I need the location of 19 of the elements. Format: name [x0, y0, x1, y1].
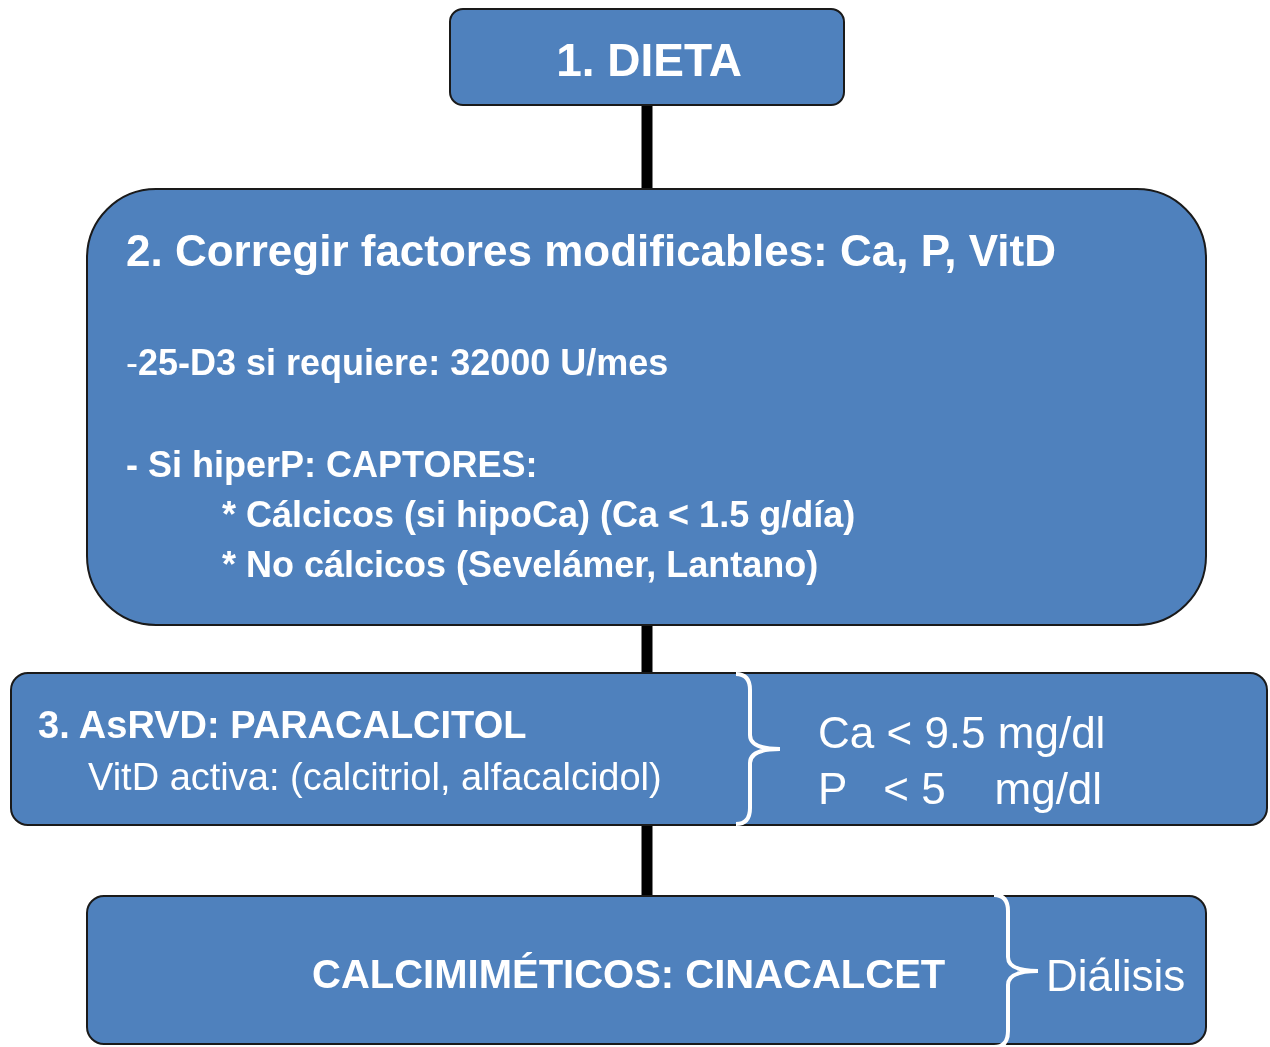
target-value: P < 5 mg/dl	[818, 764, 1103, 815]
box-title: 3. AsRVD: PARACALCITOL	[38, 704, 527, 748]
process-box	[86, 895, 1207, 1045]
list-item: * No cálcicos (Sevelámer, Lantano)	[222, 544, 819, 586]
connector-line	[641, 826, 653, 895]
target-value: Ca < 9.5 mg/dl	[818, 708, 1106, 759]
connector-line	[641, 106, 653, 188]
side-note: Diálisis	[1046, 951, 1186, 1002]
connector-line	[641, 626, 653, 672]
list-item: * Cálcicos (si hipoCa) (Ca < 1.5 g/día)	[222, 494, 856, 536]
heading: 2. Corregir factores modificables: Ca, P, VitD	[126, 226, 1056, 277]
dose-note: -25-D3 si requiere: 32000 U/mes	[126, 342, 669, 384]
box-subtitle: VitD activa: (calcitriol, alfacalcidol)	[88, 756, 662, 800]
box-title: 1. DIETA	[555, 34, 743, 87]
process-box	[10, 672, 1268, 826]
box-title: CALCIMIMÉTICOS: CINACALCET	[312, 951, 946, 997]
process-box	[449, 8, 845, 106]
process-box	[86, 188, 1207, 626]
binder-heading: - Si hiperP: CAPTORES:	[126, 444, 538, 486]
